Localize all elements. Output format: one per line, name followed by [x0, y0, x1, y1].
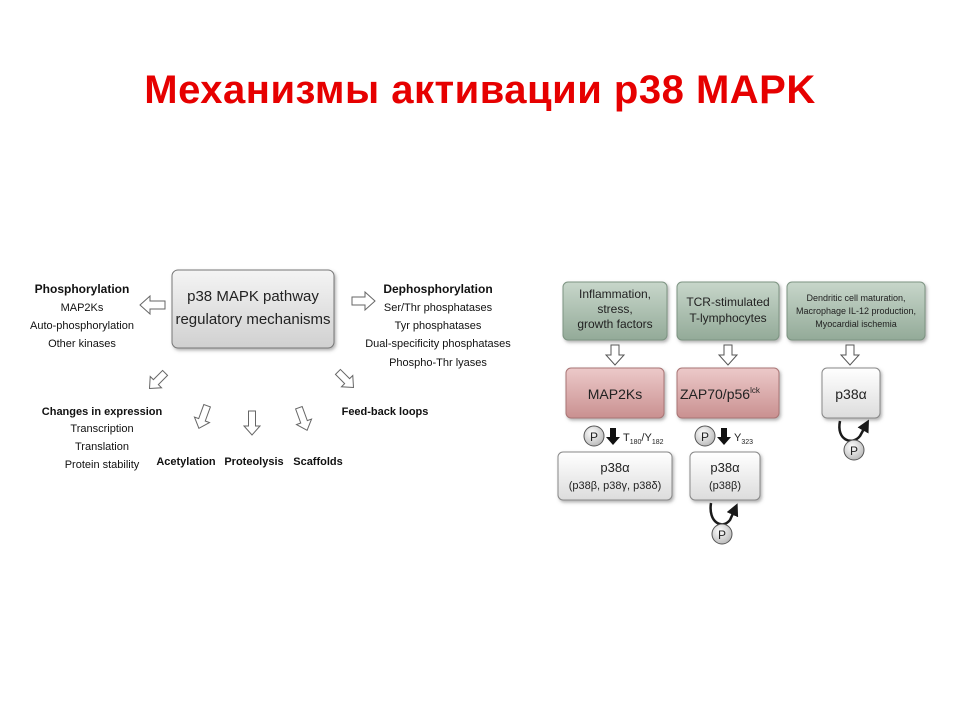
dephosphorylation-item: Ser/Thr phosphatases	[384, 302, 493, 314]
phospho-step-col1: P T180/Y182	[583, 425, 664, 447]
arrow-to-expression	[148, 369, 169, 390]
stimulus-text: Myocardial ischemia	[815, 319, 897, 329]
p-circle	[843, 439, 865, 461]
stimulus-text: stress,	[597, 302, 632, 316]
phospho-step-col2: P Y323	[694, 425, 753, 447]
phosphorylation-item: Other kinases	[48, 338, 116, 350]
kinase-row: MAP2Ks ZAP70/p56lck p38α	[565, 367, 881, 419]
p-circle	[694, 425, 716, 447]
site-sub: 323	[741, 439, 753, 446]
kinase-box-zap70	[676, 367, 780, 419]
expression-item: Protein stability	[65, 459, 140, 471]
arrow-down-col2	[717, 344, 739, 366]
arrow-down-col1	[604, 344, 626, 366]
arrow-to-feedback	[334, 368, 355, 389]
center-box: p38 MAPK pathway regulatory mechanisms	[171, 269, 335, 349]
expression-item: Translation	[75, 441, 129, 453]
site-sub: 182	[652, 439, 664, 446]
target-label: p38α	[710, 460, 740, 475]
dephosphorylation-block: Dephosphorylation Ser/Thr phosphatases T…	[365, 282, 511, 369]
dephosphorylation-heading: Dephosphorylation	[383, 282, 492, 296]
phosphorylation-item: Auto-phosphorylation	[30, 320, 134, 332]
stimulus-box	[676, 281, 780, 341]
arrow-to-phosphorylation	[139, 294, 166, 316]
kinase-label-sup: lck	[750, 386, 761, 395]
left-arrows	[139, 290, 376, 436]
auto-phospho-col3: P	[838, 419, 869, 461]
target-row: p38α (p38β, p38γ, p38δ) p38α (p38β)	[557, 451, 761, 501]
arrow-to-scaffolds	[294, 405, 313, 431]
target-isoforms: (p38β, p38γ, p38δ)	[569, 480, 662, 492]
target-isoforms: (p38β)	[709, 480, 741, 492]
stimulus-text: Macrophage IL-12 production,	[796, 306, 916, 316]
stimulus-box	[786, 281, 926, 341]
stimulus-text: TCR-stimulated	[686, 295, 769, 309]
p-circle	[583, 425, 605, 447]
stimulus-box	[562, 281, 668, 341]
proteolysis-label: Proteolysis	[224, 456, 283, 468]
slide-title: Механизмы активации p38 MAPK	[144, 68, 816, 112]
mechanism-labels: Acetylation Proteolysis Scaffolds Feed-b…	[156, 406, 428, 468]
site-label: Y323	[734, 432, 753, 446]
stimulus-text: T-lymphocytes	[689, 311, 766, 325]
arrow-to-acetylation	[193, 403, 212, 429]
site-sub: 180	[630, 439, 642, 446]
down-arrows	[604, 344, 861, 366]
solid-down-arrow	[717, 428, 731, 445]
stimulus-text: Inflammation,	[579, 287, 651, 301]
solid-down-arrow	[606, 428, 620, 445]
right-diagram: Inflammation, stress, growth factors TCR…	[557, 281, 926, 545]
auto-phospho-col2: P	[709, 502, 739, 545]
dephosphorylation-item: Dual-specificity phosphatases	[365, 338, 511, 350]
p-label: P	[718, 528, 726, 542]
site-residue: Y	[734, 432, 742, 444]
site-label: T180/Y182	[623, 432, 664, 446]
kinase-label: ZAP70/p56lck	[680, 386, 761, 402]
phosphorylation-item: MAP2Ks	[61, 302, 104, 314]
target-box-col2	[689, 451, 761, 501]
curved-arrow	[709, 502, 739, 526]
p-label: P	[590, 430, 598, 444]
arrow-down-col3	[839, 344, 861, 366]
p-label: P	[850, 444, 858, 458]
arrow-to-dephosphorylation	[351, 290, 376, 312]
scaffolds-label: Scaffolds	[293, 456, 343, 468]
acetylation-label: Acetylation	[156, 456, 216, 468]
target-box-col1	[557, 451, 673, 501]
expression-block: Changes in expression Transcription Tran…	[42, 406, 163, 471]
expression-item: Transcription	[70, 423, 133, 435]
center-box-line1: p38 MAPK pathway	[187, 288, 319, 305]
phosphorylation-heading: Phosphorylation	[35, 282, 130, 296]
dephosphorylation-item: Phospho-Thr lyases	[389, 357, 487, 369]
arrow-to-proteolysis	[242, 410, 262, 436]
expression-heading: Changes in expression	[42, 406, 163, 418]
feedback-label: Feed-back loops	[342, 406, 429, 418]
stimulus-text: growth factors	[577, 317, 652, 331]
target-label: p38α	[835, 386, 866, 402]
left-diagram: p38 MAPK pathway regulatory mechanisms P…	[30, 269, 511, 471]
kinase-label: MAP2Ks	[588, 386, 642, 402]
stimulus-row: Inflammation, stress, growth factors TCR…	[562, 281, 926, 341]
center-box-rect	[171, 269, 335, 349]
kinase-label-main: ZAP70/p56	[680, 386, 750, 402]
p-circle	[711, 523, 733, 545]
stimulus-text: Dendritic cell maturation,	[806, 293, 905, 303]
p-label: P	[701, 430, 709, 444]
phosphorylation-block: Phosphorylation MAP2Ks Auto-phosphorylat…	[30, 282, 134, 350]
target-box-col3	[821, 367, 881, 419]
target-label: p38α	[600, 460, 630, 475]
site-residue: T	[623, 432, 630, 444]
site-residue: /Y	[641, 432, 652, 444]
dephosphorylation-item: Tyr phosphatases	[395, 320, 482, 332]
curved-arrow	[838, 419, 869, 442]
kinase-box-map2ks	[565, 367, 665, 419]
center-box-line2: regulatory mechanisms	[175, 311, 330, 328]
